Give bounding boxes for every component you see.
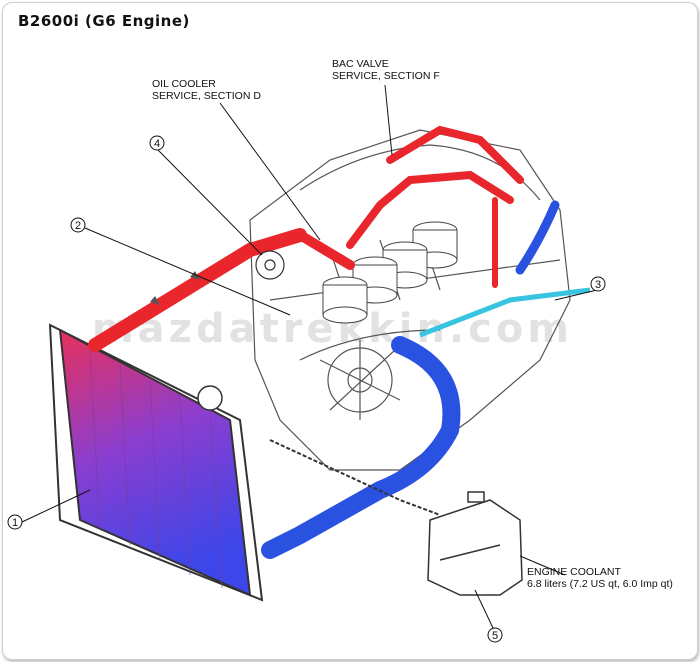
- oil-cooler-component: [255, 250, 285, 280]
- overflow-hose: [269, 439, 441, 516]
- callout-5-circle: [487, 627, 503, 643]
- engine-block: [249, 129, 571, 471]
- engine-coolant-label: ENGINE COOLANT 6.8 liters (7.2 US qt, 6.…: [527, 566, 673, 590]
- callout-3: 3: [595, 279, 601, 291]
- callout-4-circle: [149, 135, 165, 151]
- hot-coolant-hoses: [88, 125, 524, 352]
- callout-circles: [7, 135, 606, 643]
- callout-2: 2: [75, 220, 81, 232]
- hot-flow-arrows: [150, 271, 200, 305]
- callout-1: 1: [12, 517, 18, 529]
- bac-valve-label: BAC VALVE SERVICE, SECTION F: [332, 58, 440, 82]
- engine-coolant-label-line1: ENGINE COOLANT: [527, 566, 621, 578]
- intake-cylinders: [322, 221, 458, 324]
- radiator: [48, 323, 264, 602]
- callout-1-circle: [7, 514, 23, 530]
- engine-coolant-label-line2: 6.8 liters (7.2 US qt, 6.0 Imp qt): [527, 578, 673, 590]
- bypass-pipe: [419, 287, 591, 338]
- oil-cooler-label: OIL COOLER SERVICE, SECTION D: [152, 78, 261, 102]
- callout-5: 5: [492, 630, 498, 642]
- callout-4: 4: [154, 138, 160, 150]
- bac-valve-label-line1: BAC VALVE: [332, 58, 389, 70]
- diagram-title: B2600i (G6 Engine): [18, 12, 190, 30]
- oil-cooler-label-line2: SERVICE, SECTION D: [152, 90, 261, 102]
- oil-cooler-label-line1: OIL COOLER: [152, 78, 216, 90]
- callout-3-circle: [590, 276, 606, 292]
- cold-coolant-hoses: [261, 200, 560, 559]
- bac-valve-label-line2: SERVICE, SECTION F: [332, 70, 440, 82]
- leader-lines: [21, 84, 598, 629]
- callout-2-circle: [70, 217, 86, 233]
- coolant-reservoir: [427, 491, 523, 596]
